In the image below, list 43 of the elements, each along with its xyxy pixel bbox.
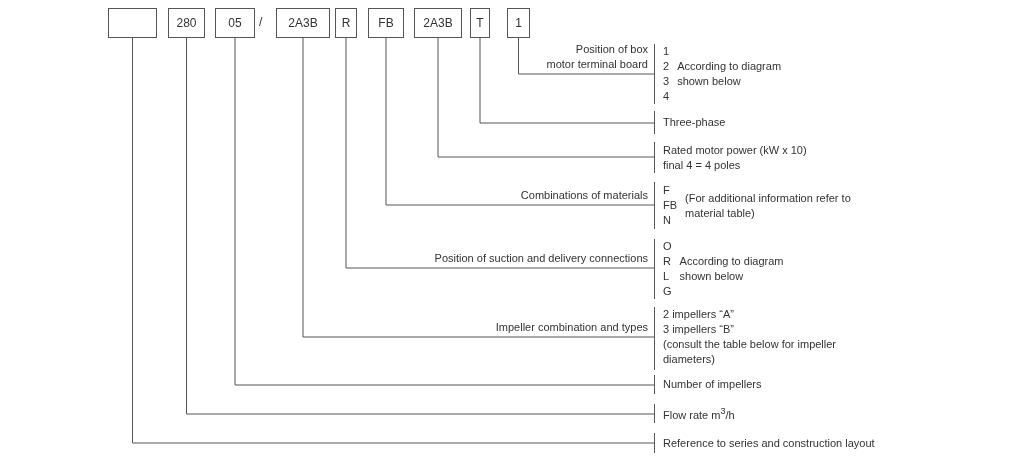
code-values: F FB N	[663, 183, 678, 228]
connector-line	[132, 37, 655, 444]
description-bracket	[654, 142, 807, 173]
description-text: According to diagram shown below	[679, 254, 785, 284]
code-segment-box: 1	[507, 8, 530, 38]
description-bracket	[654, 433, 875, 453]
connector-line	[234, 37, 655, 386]
connector-line	[385, 37, 655, 206]
description-text: (For additional information refer to material table)	[685, 190, 852, 221]
code-segment-box: 280	[168, 8, 205, 38]
description-text: Three-phase	[663, 115, 726, 130]
description-text: 2 impellers “A”	[663, 307, 735, 322]
description-text: Flow rate m$^{3}$/h	[663, 405, 735, 423]
code-values: 1 2 3 4	[663, 44, 670, 104]
description-text: (consult the table below for impeller diameters)	[663, 337, 838, 367]
field-name: Impeller combination and types	[494, 320, 648, 335]
code-values: O R L G	[663, 239, 672, 299]
description-bracket	[654, 375, 762, 394]
description-text: Number of impellers	[663, 377, 762, 392]
connector-line	[479, 37, 655, 124]
code-segment-box	[108, 8, 157, 38]
connector-line	[345, 37, 655, 269]
field-name: Position of box motor terminal board	[545, 42, 648, 72]
code-segment-box: 05	[215, 8, 255, 38]
code-segment-box: R	[335, 8, 357, 38]
description-bracket	[654, 404, 735, 423]
description-text: 3 impellers “B”	[663, 322, 735, 337]
connector-line	[518, 37, 655, 75]
description-text: final 4 = 4 poles	[663, 157, 742, 173]
code-segment-box: 2A3B	[414, 8, 462, 38]
separator: /	[259, 15, 263, 29]
description-text: According to diagram shown below	[677, 59, 783, 89]
field-name: Position of suction and delivery connections	[433, 251, 648, 266]
connector-line	[186, 37, 655, 415]
description-text: Rated motor power (kW x 10)	[663, 142, 807, 158]
description-bracket	[654, 111, 726, 134]
connector-line	[302, 37, 655, 338]
code-segment-box: FB	[368, 8, 404, 38]
connector-line	[437, 37, 655, 158]
code-segment-box: T	[470, 8, 490, 38]
field-name: Combinations of materials	[519, 188, 648, 203]
code-segment-box: 2A3B	[276, 8, 330, 38]
description-text: Reference to series and construction layout	[663, 435, 875, 451]
